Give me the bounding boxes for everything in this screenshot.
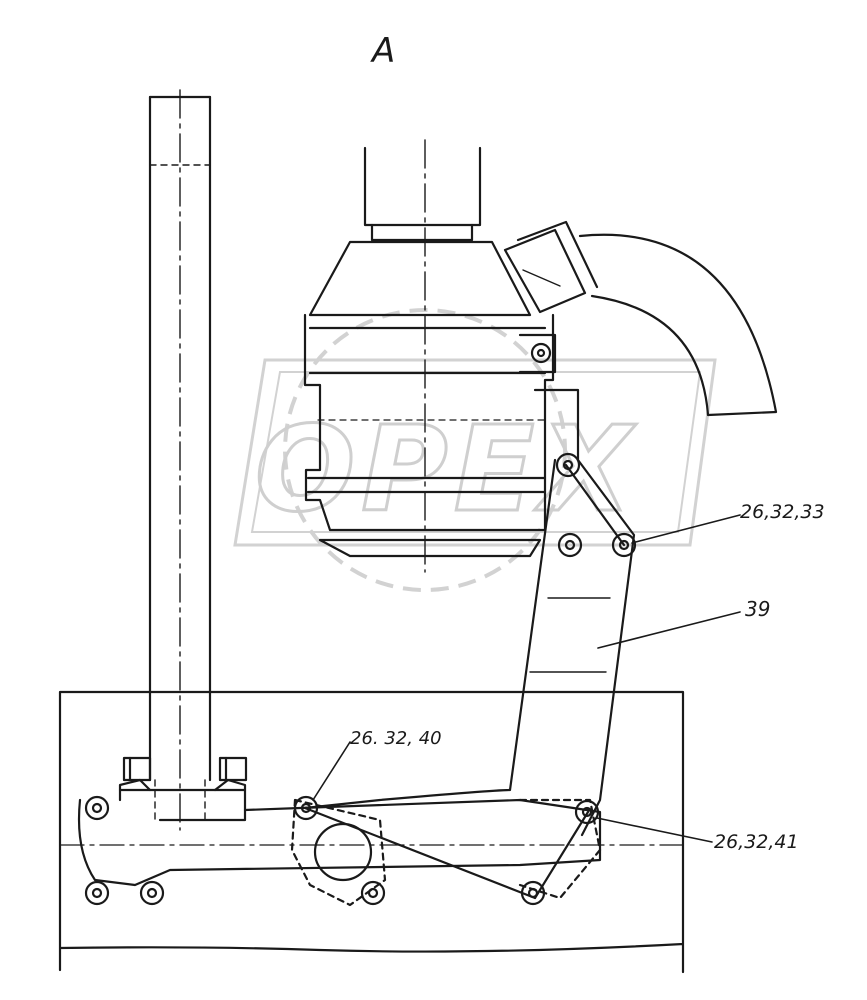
leader-lines [312,514,741,843]
bolt [520,880,546,906]
manifold [59,778,684,907]
intake-elbow [503,220,778,417]
callout-top-right: 26,32,33 [740,501,825,523]
vertical-pipe [148,89,212,831]
line-work [58,89,778,974]
bolt [611,532,637,558]
bolt-heads [84,452,637,906]
callout-bracket: 39 [745,597,770,621]
bolt [360,880,386,906]
bolt [84,880,110,906]
bolt [218,756,248,782]
bolt [574,799,600,825]
callout-left-pivot: 26. 32, 40 [350,728,442,749]
air-cleaner [303,139,555,573]
bolt [555,452,581,478]
bolt [557,532,583,558]
bolt [139,880,165,906]
housing-clamp [518,333,557,374]
bolt [293,795,319,821]
bolt [84,795,110,821]
view-label: A [370,31,395,71]
watermark: OPEX [233,308,717,592]
bolt [122,756,152,782]
callout-bottom-right: 26,32,41 [714,831,799,853]
frame-block [58,690,685,974]
